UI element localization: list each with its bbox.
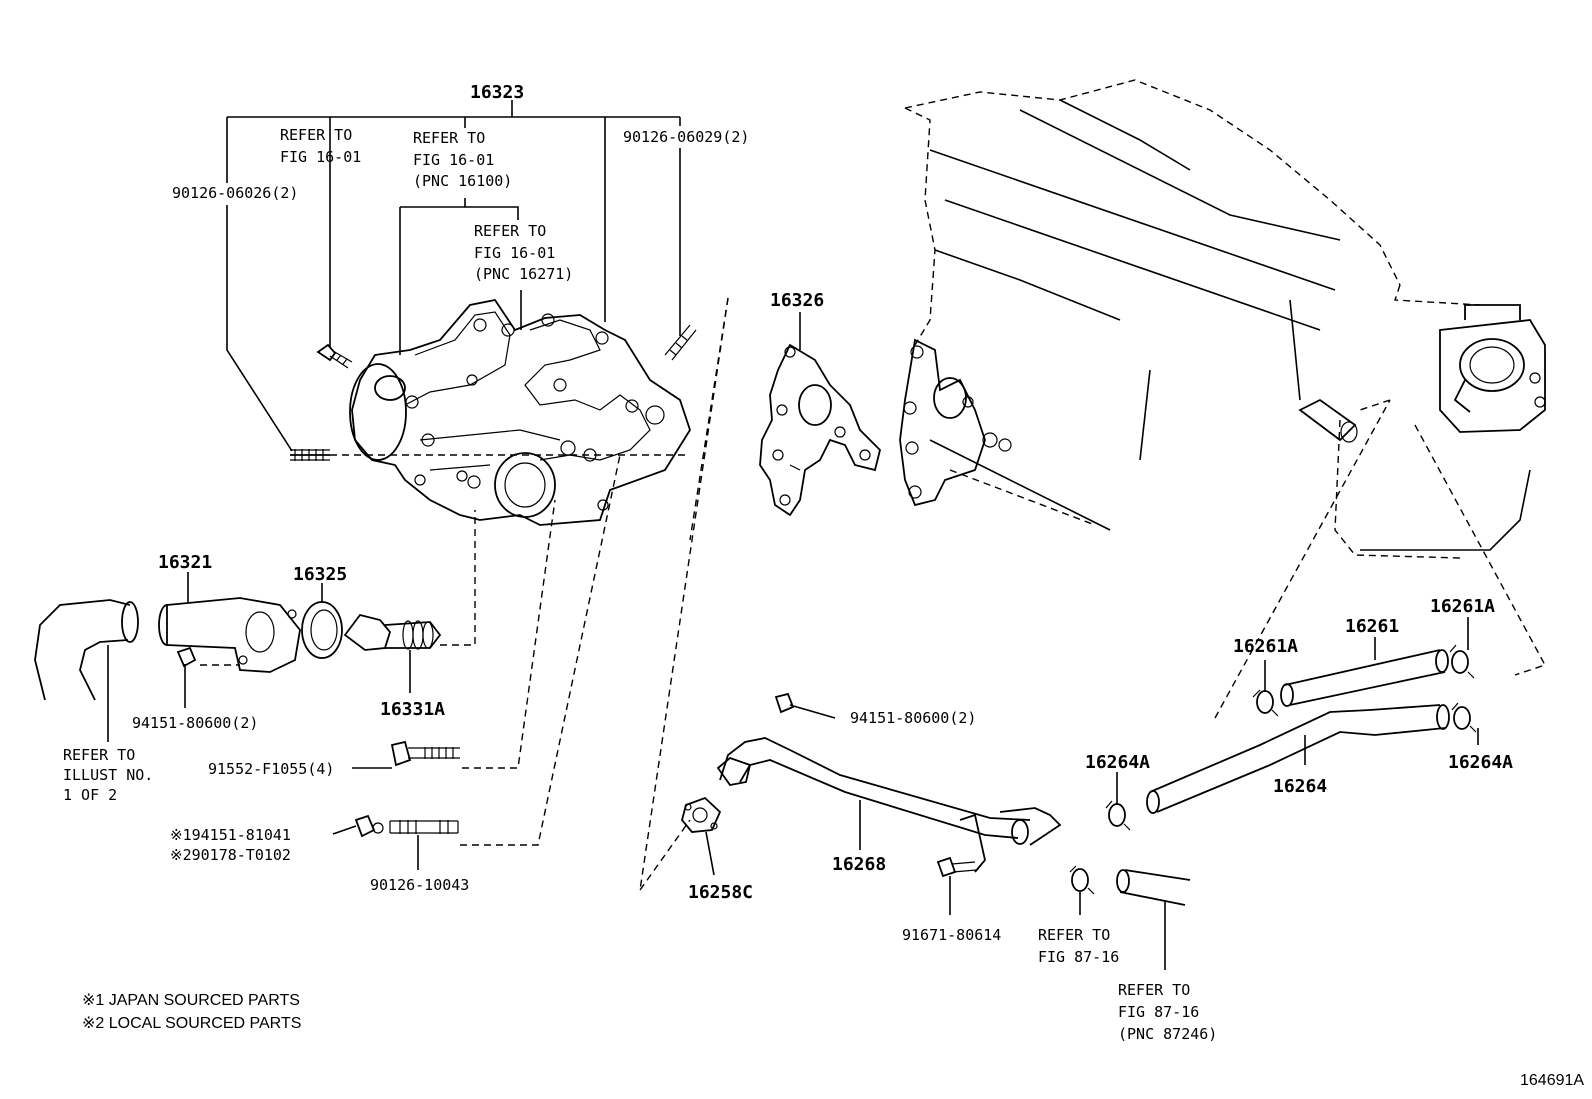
refer-note-fig16-01-pnc16271: REFER TO FIG 16-01 (PNC 16271) xyxy=(474,222,573,283)
refer-note-fig87-16-pnc87246: REFER TO FIG 87-16 (PNC 87246) xyxy=(1118,981,1217,1043)
bolt-90126-06026-icon xyxy=(290,449,330,461)
svg-text:FIG 16-01: FIG 16-01 xyxy=(474,244,555,262)
thermostat-16331A xyxy=(343,613,442,651)
svg-text:(PNC 87246): (PNC 87246) xyxy=(1118,1025,1217,1043)
label-94151-80600-inlet: 94151-80600(2) xyxy=(132,714,258,732)
refer-note-fig87-16: REFER TO FIG 87-16 xyxy=(1038,926,1119,966)
clamp-16261A-right xyxy=(1449,644,1475,679)
gasket-16326 xyxy=(759,343,881,517)
refer-note-fig16-01-pnc16100: REFER TO FIG 16-01 (PNC 16100) xyxy=(413,129,512,190)
clamp-16264A-left xyxy=(1105,800,1131,831)
clamp-16264A-right xyxy=(1451,702,1477,733)
pipe-16268 xyxy=(716,737,1062,873)
label-194151-81041: ※194151-81041 xyxy=(170,826,291,844)
svg-text:REFER TO: REFER TO xyxy=(280,126,352,144)
label-90126-06029: 90126-06029(2) xyxy=(623,128,749,146)
nut-94151-bypass-icon xyxy=(774,692,795,714)
bolt-16-01-icon xyxy=(316,343,353,369)
callout-16261: 16261 xyxy=(1345,616,1399,637)
svg-text:REFER TO: REFER TO xyxy=(474,222,546,240)
svg-text:REFER TO: REFER TO xyxy=(413,129,485,147)
label-91552-F1055: 91552-F1055(4) xyxy=(208,760,334,778)
refer-note-fig16-01-a: REFER TO FIG 16-01 xyxy=(280,126,361,166)
callout-16264A-right: 16264A xyxy=(1448,752,1513,773)
clamp-16261A-left xyxy=(1252,689,1279,717)
hose-16264 xyxy=(1146,704,1450,814)
callout-16325: 16325 xyxy=(293,564,347,585)
hose-87246 xyxy=(1116,869,1191,906)
svg-text:(PNC 16271): (PNC 16271) xyxy=(474,265,573,283)
svg-text:FIG 16-01: FIG 16-01 xyxy=(413,151,494,169)
callout-16268: 16268 xyxy=(832,854,886,875)
label-90126-10043: 90126-10043 xyxy=(370,876,469,894)
refer-note-illust: REFER TO ILLUST NO. 1 OF 2 xyxy=(63,746,153,804)
stud-90126-06029-icon xyxy=(664,324,697,361)
nut-194151-icon xyxy=(354,814,384,838)
callout-16264A-left: 16264A xyxy=(1085,752,1150,773)
clamp-87-16 xyxy=(1069,865,1095,895)
figure-id: 164691A xyxy=(1520,1072,1584,1089)
gasket-16325 xyxy=(301,601,343,659)
callout-16258C: 16258C xyxy=(688,882,753,903)
callout-16323: 16323 xyxy=(470,82,524,103)
callout-16326: 16326 xyxy=(770,290,824,311)
callout-16321: 16321 xyxy=(158,552,212,573)
svg-text:1 OF 2: 1 OF 2 xyxy=(63,786,117,804)
label-91671-80614: 91671-80614 xyxy=(902,926,1001,944)
legend-local-sourced: ※2 LOCAL SOURCED PARTS xyxy=(82,1015,301,1032)
label-94151-80600-bypass: 94151-80600(2) xyxy=(850,709,976,727)
svg-text:REFER TO: REFER TO xyxy=(1038,926,1110,944)
label-90126-06026: 90126-06026(2) xyxy=(172,184,298,202)
nut-94151-80600-icon xyxy=(176,646,197,668)
callout-16261A-left: 16261A xyxy=(1233,636,1298,657)
engine-block-outline xyxy=(899,79,1546,559)
svg-text:(PNC 16100): (PNC 16100) xyxy=(413,172,512,190)
bolt-91671-icon xyxy=(936,856,977,878)
hose-to-illust xyxy=(34,599,139,701)
svg-text:REFER TO: REFER TO xyxy=(63,746,135,764)
svg-text:ILLUST NO.: ILLUST NO. xyxy=(63,766,153,784)
gasket-16258C xyxy=(681,796,722,833)
label-290178-T0102: ※290178-T0102 xyxy=(170,846,291,864)
leader-lines xyxy=(107,100,1479,970)
water-inlet-16321 xyxy=(158,597,301,673)
callout-16331A: 16331A xyxy=(380,699,445,720)
callout-16261A-right: 16261A xyxy=(1430,596,1495,617)
legend-japan-sourced: ※1 JAPAN SOURCED PARTS xyxy=(82,992,300,1009)
assembly-dashed-lines xyxy=(200,297,1547,891)
callout-16264: 16264 xyxy=(1273,776,1327,797)
stud-90126-10043-icon xyxy=(389,820,459,834)
water-pump-housing xyxy=(349,298,691,526)
svg-text:FIG 16-01: FIG 16-01 xyxy=(280,148,361,166)
svg-text:FIG 87-16: FIG 87-16 xyxy=(1038,948,1119,966)
svg-text:FIG 87-16: FIG 87-16 xyxy=(1118,1003,1199,1021)
svg-text:REFER TO: REFER TO xyxy=(1118,981,1190,999)
bolt-91552-icon xyxy=(390,740,460,767)
hose-16261 xyxy=(1280,649,1449,707)
